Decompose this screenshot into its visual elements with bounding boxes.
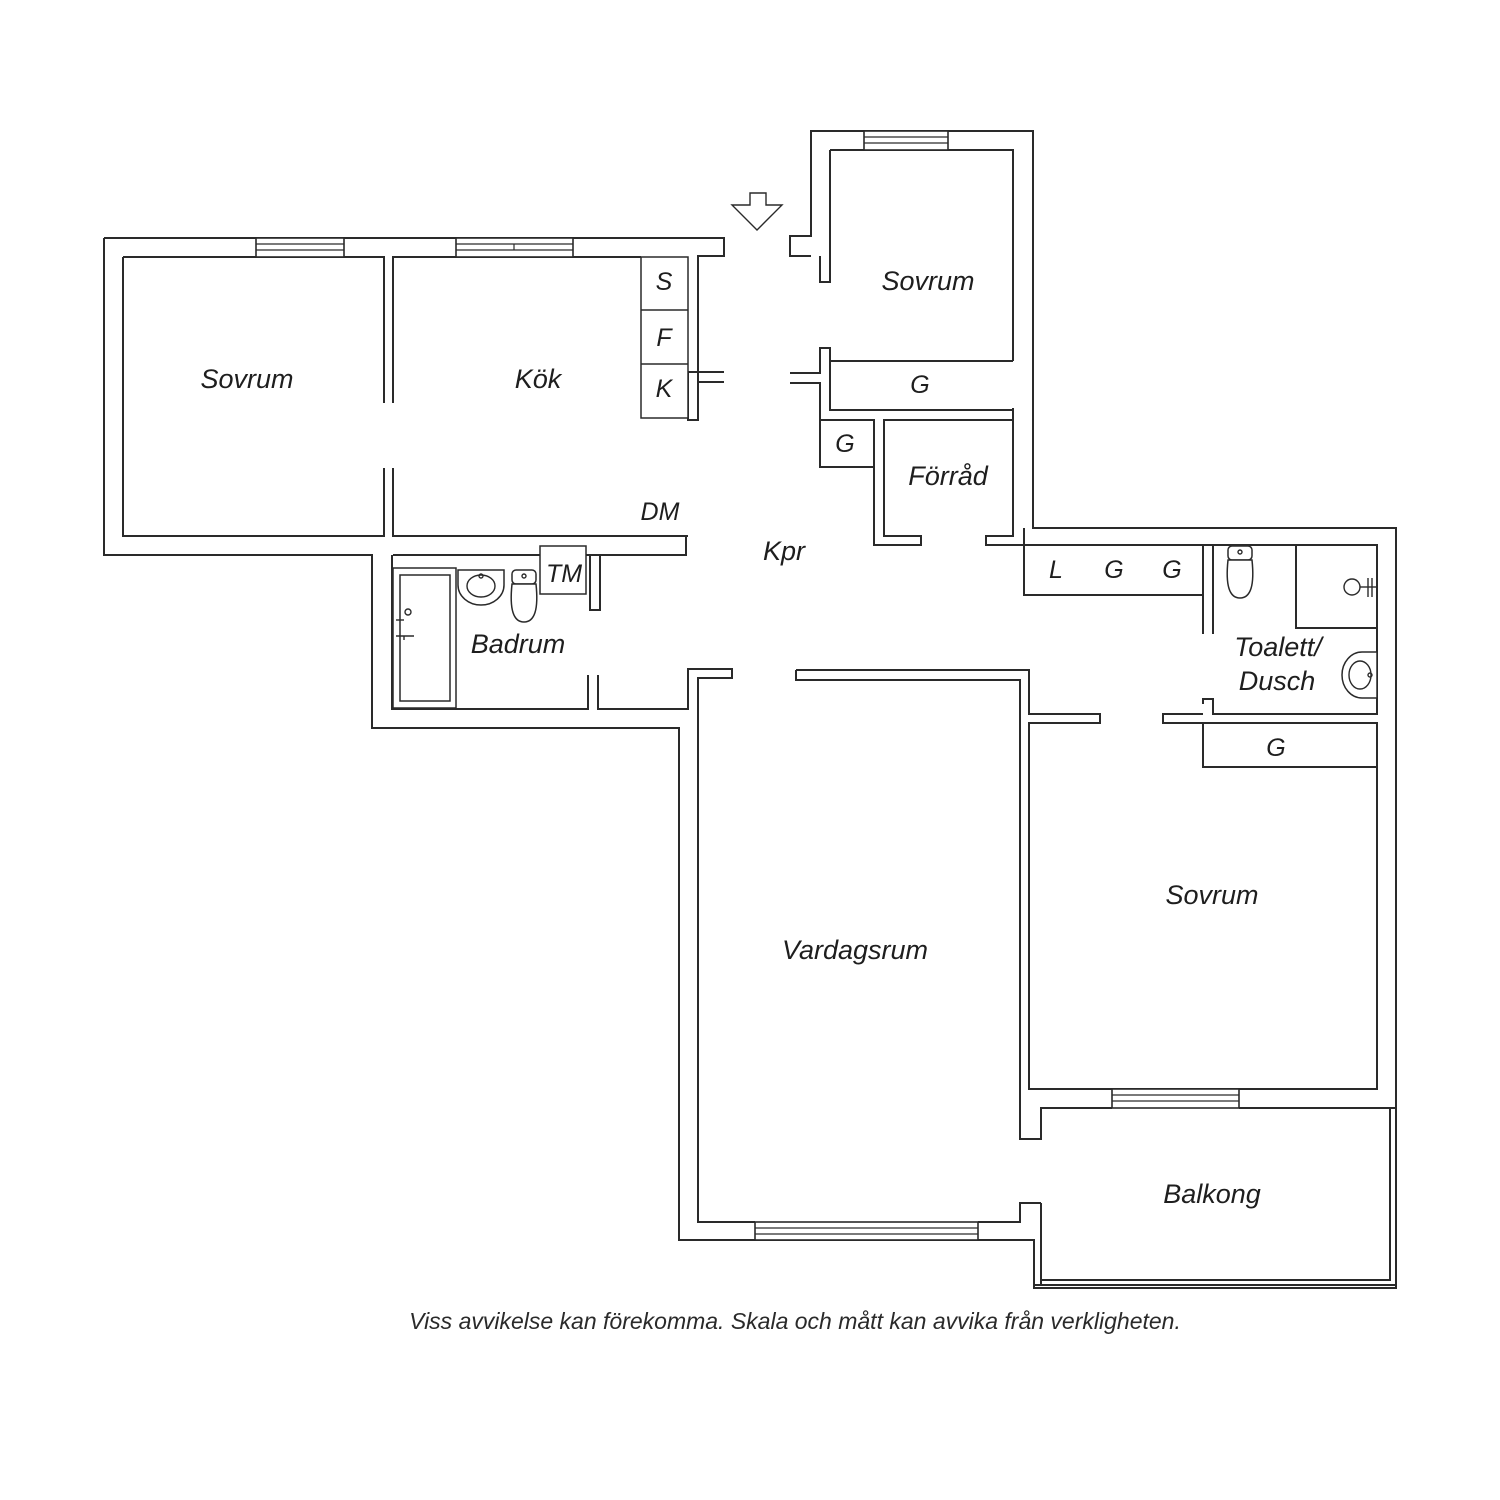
window-icon: [1111, 1088, 1240, 1109]
room-label-kok: Kök: [515, 364, 563, 394]
fixture-label-dryer: TM: [546, 560, 582, 588]
fixture-label-wardrobe: G: [910, 371, 929, 399]
toalett-fixtures: [1226, 545, 1378, 699]
window-icon: [863, 130, 949, 151]
shower-icon: [1343, 578, 1376, 597]
room-label-sovrum: Sovrum: [1165, 880, 1258, 910]
windows: [255, 130, 1240, 1241]
sink-icon: [1341, 651, 1378, 699]
room-label-toalett: Toalett/: [1234, 632, 1324, 662]
room-labels: Sovrum Kök Sovrum Förråd Kpr Badrum Toal…: [200, 266, 1324, 1209]
window-icon: [754, 1221, 979, 1241]
room-label-dusch: Dusch: [1239, 666, 1316, 696]
fixture-labels: S F K DM TM G G L G G G: [546, 268, 1286, 762]
badrum-fixtures: [392, 545, 587, 709]
fixture-label-freezer: S: [656, 268, 673, 296]
room-label-sovrum: Sovrum: [881, 266, 974, 296]
toilet-icon: [1227, 545, 1253, 561]
toilet-icon: [511, 569, 537, 585]
room-label-vardagsrum: Vardagsrum: [782, 935, 928, 965]
room-label-badrum: Badrum: [471, 629, 566, 659]
room-label-forrad: Förråd: [908, 461, 989, 491]
fixture-label-dishwasher: DM: [641, 498, 680, 526]
fixture-label-wardrobe: G: [1266, 734, 1285, 762]
window-icon: [255, 237, 345, 258]
fixture-label-wardrobe: G: [1104, 556, 1123, 584]
fixture-label-wardrobe: G: [1162, 556, 1181, 584]
room-label-balkong: Balkong: [1163, 1179, 1261, 1209]
walls: [103, 130, 1397, 1289]
fixture-label-fridge: F: [656, 324, 673, 352]
fixture-label-wardrobe: G: [835, 430, 854, 458]
room-label-sovrum: Sovrum: [200, 364, 293, 394]
entrance-arrow-icon: [730, 192, 784, 231]
disclaimer-text: Viss avvikelse kan förekomma. Skala och …: [409, 1308, 1181, 1334]
fixture-label-stove: K: [656, 375, 674, 403]
room-label-kpr: Kpr: [763, 536, 806, 566]
kitchen-appliances: [640, 256, 689, 419]
fixture-label-linen: L: [1049, 556, 1063, 584]
